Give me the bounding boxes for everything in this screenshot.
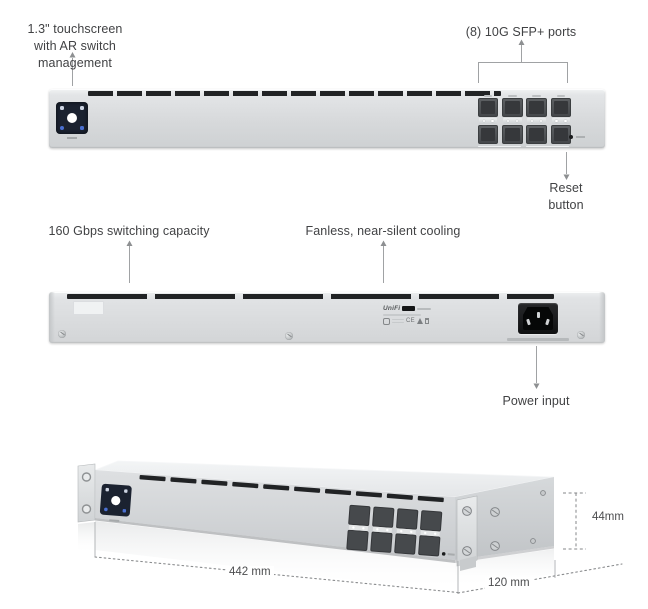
sfp-port-column	[502, 95, 523, 144]
vent-slots-3d	[139, 474, 444, 503]
callout-sfp-ports: (8) 10G SFP+ ports	[465, 25, 577, 39]
callout-reset: Reset button	[521, 180, 611, 214]
panel-edge	[49, 292, 55, 343]
callout-reset-line2: button	[548, 198, 584, 212]
dimension-height: 44mm	[592, 511, 624, 523]
screw	[530, 538, 536, 544]
brand-logo: UniFi	[383, 305, 401, 312]
callout-power-input: Power input	[502, 394, 570, 408]
sfp-port-column	[550, 95, 571, 144]
callout-reset-line1: Reset	[549, 181, 583, 195]
power-spec-text-bar	[507, 338, 569, 341]
ear-hole	[81, 472, 92, 482]
touchscreen-3d	[99, 483, 132, 522]
ear-hole	[81, 504, 92, 514]
screw	[540, 490, 546, 496]
front-panel-view	[49, 89, 605, 148]
reset-3d	[441, 552, 455, 556]
screw	[577, 331, 585, 339]
isometric-view	[77, 460, 555, 592]
screw	[58, 330, 66, 338]
screen-icon	[60, 106, 64, 110]
vent-slots	[88, 91, 501, 96]
callout-touchscreen-line1: 1.3" touchscreen	[27, 22, 123, 36]
ear-foot	[460, 556, 476, 571]
label-text-bar	[383, 314, 421, 316]
info-sticker	[73, 301, 104, 315]
model-badge	[402, 306, 416, 311]
leader-arrowheads	[69, 39, 570, 389]
ubiquiti-logo-icon	[383, 317, 390, 325]
screen-caption	[67, 137, 77, 139]
port-group-underline	[478, 145, 521, 147]
callout-cooling: Fanless, near-silent cooling	[305, 224, 461, 238]
screen-icon	[80, 126, 84, 130]
warning-triangle-icon	[416, 318, 423, 324]
ce-mark: CE	[406, 317, 415, 324]
rear-panel-view: UniFi CE	[49, 292, 605, 343]
screen-home-dot	[67, 113, 77, 123]
right-rack-ear	[456, 495, 478, 567]
vent-slots	[67, 294, 554, 299]
side-face	[455, 477, 554, 560]
reset-button	[569, 135, 573, 139]
label-text-bar	[392, 321, 404, 324]
dimension-width: 442 mm	[226, 566, 274, 579]
sfp-port-grid	[478, 95, 571, 144]
callout-switching-capacity: 160 Gbps switching capacity	[48, 224, 210, 238]
power-inlet	[518, 303, 558, 334]
callout-touchscreen-line2: with AR switch management	[34, 39, 116, 70]
sfp-ports-3d	[346, 504, 443, 557]
leader-lines	[72, 45, 568, 383]
label-text-bar	[417, 307, 432, 310]
reset-caption	[576, 136, 585, 138]
screen-icon	[60, 126, 64, 130]
regulatory-label: UniFi CE	[383, 305, 449, 327]
socket-pin	[536, 312, 540, 318]
touchscreen	[56, 102, 88, 134]
sfp-port-column	[478, 95, 499, 144]
panel-edge	[599, 292, 605, 343]
sfp-port-column	[526, 95, 547, 144]
dimension-depth: 120 mm	[485, 577, 533, 590]
screw	[285, 332, 293, 340]
screen-icon	[80, 106, 84, 110]
weee-bin-icon	[424, 318, 429, 324]
label-text-bar	[392, 318, 404, 321]
callout-touchscreen: 1.3" touchscreen with AR switch manageme…	[2, 21, 148, 72]
port-group-underline	[526, 145, 569, 147]
